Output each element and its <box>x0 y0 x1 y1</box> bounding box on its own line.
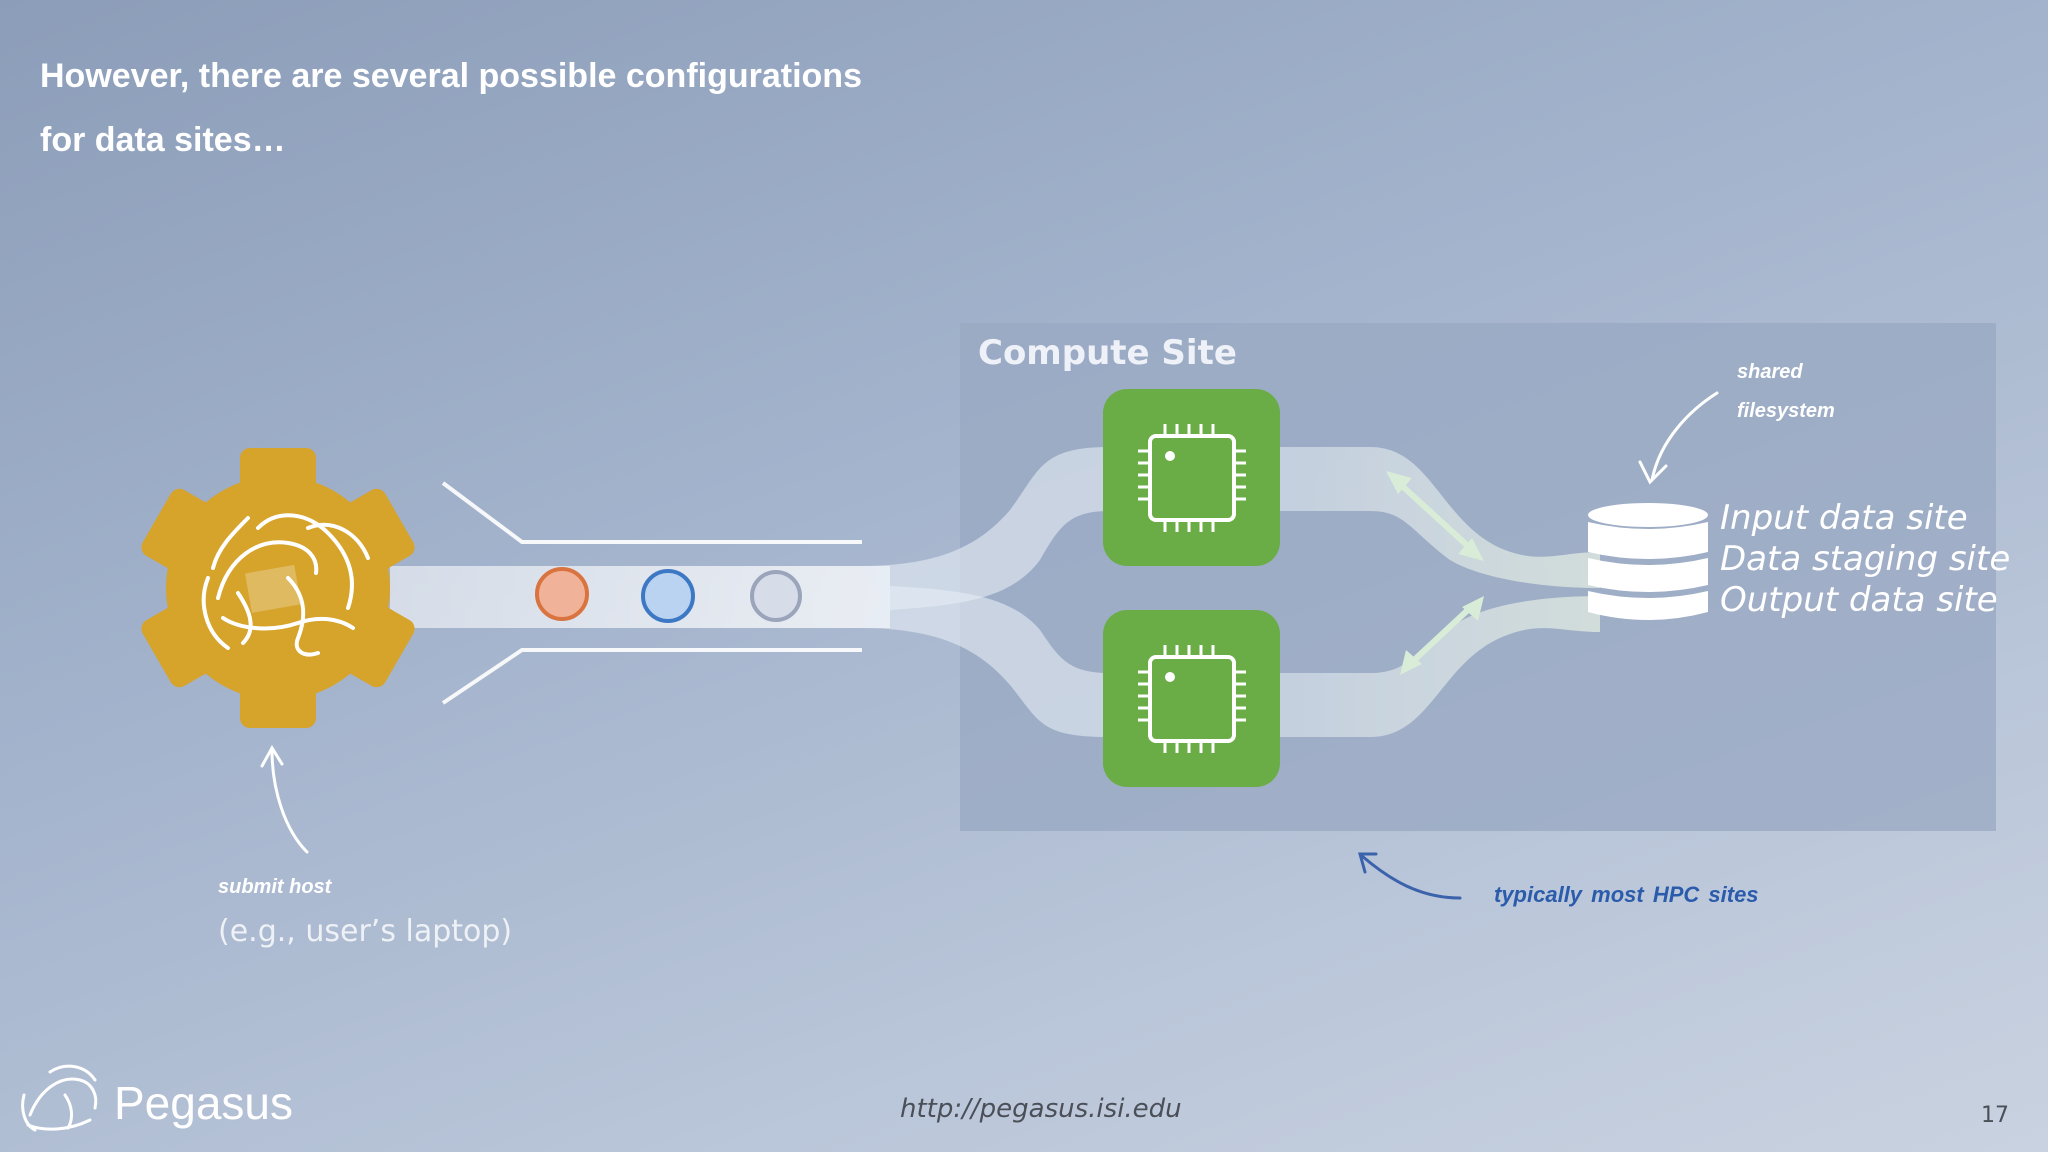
slide-title-line-1: However, there are several possible conf… <box>40 57 862 95</box>
output-data-site-label: Output data site <box>1720 580 1998 620</box>
submit-host-arrow <box>260 745 309 854</box>
data-transfer-arrows <box>1386 471 1484 561</box>
pipeline-funnel <box>441 481 862 705</box>
job-pipe <box>390 566 890 628</box>
submit-host-example: (e.g., user’s laptop) <box>218 914 513 949</box>
hpc-arrow <box>1358 852 1462 900</box>
job-dot-1 <box>535 567 589 621</box>
compute-site-label: Compute Site <box>978 333 1237 373</box>
submit-host-label: submit host <box>218 876 332 898</box>
data-transfer-arrows-lower <box>1400 596 1484 675</box>
data-site-labels: Input data site Data staging site Output… <box>1720 498 2010 621</box>
slide-title-line-2: for data sites… <box>40 121 286 159</box>
shared-filesystem-label: shared filesystem <box>1737 353 1835 431</box>
job-dot-2 <box>641 569 695 623</box>
cpu-chip-icon-top <box>1103 389 1280 566</box>
shared-filesystem-line-2: filesystem <box>1737 400 1835 422</box>
slide-title: However, there are several possible conf… <box>40 44 1040 172</box>
shared-filesystem-arrow <box>1638 391 1719 485</box>
data-staging-site-label: Data staging site <box>1720 539 2011 579</box>
hpc-note: typically most HPC sites <box>1494 882 1759 907</box>
footer-url[interactable]: http://pegasus.isi.edu <box>900 1094 1182 1124</box>
compute-branches <box>860 447 1110 737</box>
pegasus-logo-icon <box>21 1064 98 1132</box>
shared-filesystem-line-1: shared <box>1737 361 1803 383</box>
brand-name: Pegasus <box>114 1077 294 1129</box>
job-dot-3 <box>750 570 802 622</box>
database-icon <box>1588 503 1708 620</box>
input-data-site-label: Input data site <box>1720 498 1968 538</box>
cpu-chip-icon-bottom <box>1103 610 1280 787</box>
pegasus-gear-logo <box>141 448 415 728</box>
page-number: 17 <box>1981 1103 2009 1128</box>
